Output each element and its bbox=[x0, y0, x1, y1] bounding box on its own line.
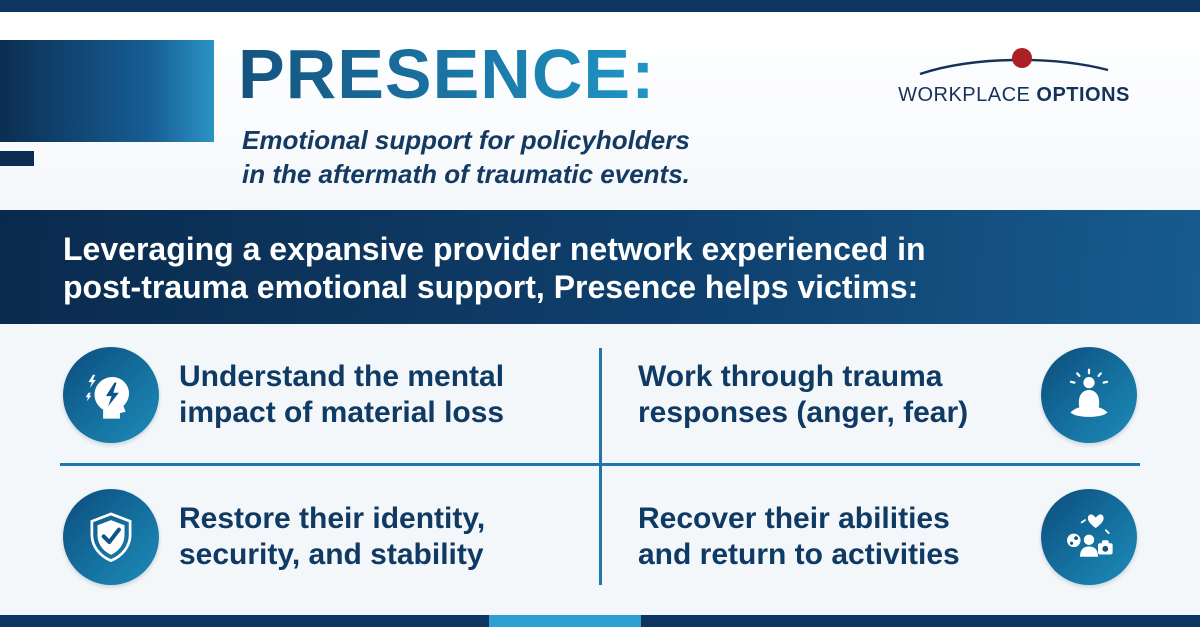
benefits-grid: Understand the mental impact of material… bbox=[0, 324, 1200, 615]
activities-icon bbox=[1067, 514, 1113, 557]
intro-banner: Leveraging a expansive provider network … bbox=[0, 210, 1200, 324]
bottom-accent-segment bbox=[489, 615, 641, 627]
item-line-1: Recover their abilities bbox=[638, 502, 950, 535]
decorative-small-block bbox=[0, 151, 34, 166]
grid-item-text: Work through trauma responses (anger, fe… bbox=[638, 359, 968, 431]
banner-line-2-suffix: helps victims: bbox=[696, 268, 919, 305]
item-line-2: and return to activities bbox=[638, 538, 960, 571]
grid-item-identity-security: Restore their identity, security, and st… bbox=[63, 489, 485, 585]
head-lightning-icon bbox=[85, 374, 129, 419]
grid-item-recover-abilities: Recover their abilities and return to ac… bbox=[638, 489, 1137, 585]
subtitle-line-2: in the aftermath of traumatic events. bbox=[242, 158, 690, 189]
page-subtitle: Emotional support for policyholders in t… bbox=[242, 124, 690, 192]
activities-icon-circle bbox=[1041, 489, 1137, 585]
decorative-gradient-block bbox=[0, 40, 214, 142]
item-line-1: Restore their identity, bbox=[179, 502, 486, 535]
item-line-1: Work through trauma bbox=[638, 360, 943, 393]
grid-item-text: Restore their identity, security, and st… bbox=[179, 501, 485, 573]
bottom-accent-bar bbox=[0, 615, 1200, 627]
banner-product-name: Presence bbox=[553, 268, 697, 305]
meditation-icon-circle bbox=[1041, 347, 1137, 443]
horizontal-divider bbox=[60, 463, 1140, 466]
banner-line-2-prefix: post-trauma emotional support, bbox=[63, 268, 554, 305]
banner-line-2: post-trauma emotional support, Presence … bbox=[63, 269, 1200, 307]
vertical-divider bbox=[599, 348, 602, 585]
meditation-icon bbox=[1069, 368, 1109, 417]
head-lightning-icon-circle bbox=[63, 347, 159, 443]
grid-item-trauma-responses: Work through trauma responses (anger, fe… bbox=[638, 347, 1137, 443]
shield-check-icon-circle bbox=[63, 489, 159, 585]
item-line-2: impact of material loss bbox=[179, 396, 505, 429]
shield-check-icon bbox=[90, 512, 132, 563]
page-title: PRESENCE: bbox=[238, 35, 656, 113]
grid-item-mental-impact: Understand the mental impact of material… bbox=[63, 347, 504, 443]
logo-word-workplace: WORKPLACE bbox=[898, 84, 1031, 106]
header: PRESENCE: Emotional support for policyho… bbox=[0, 12, 1200, 210]
logo-word-options: OPTIONS bbox=[1036, 84, 1130, 106]
item-line-2: responses (anger, fear) bbox=[638, 396, 969, 429]
top-accent-bar bbox=[0, 0, 1200, 12]
grid-item-text: Understand the mental impact of material… bbox=[179, 359, 504, 431]
banner-line-1: Leveraging a expansive provider network … bbox=[63, 231, 1200, 269]
banner-line-1-text: Leveraging a expansive provider network … bbox=[63, 231, 926, 267]
grid-item-text: Recover their abilities and return to ac… bbox=[638, 501, 960, 573]
item-line-2: security, and stability bbox=[179, 538, 484, 571]
logo-swoosh-icon bbox=[919, 48, 1109, 76]
item-line-1: Understand the mental bbox=[179, 360, 505, 393]
subtitle-line-1: Emotional support for policyholders bbox=[242, 125, 690, 155]
